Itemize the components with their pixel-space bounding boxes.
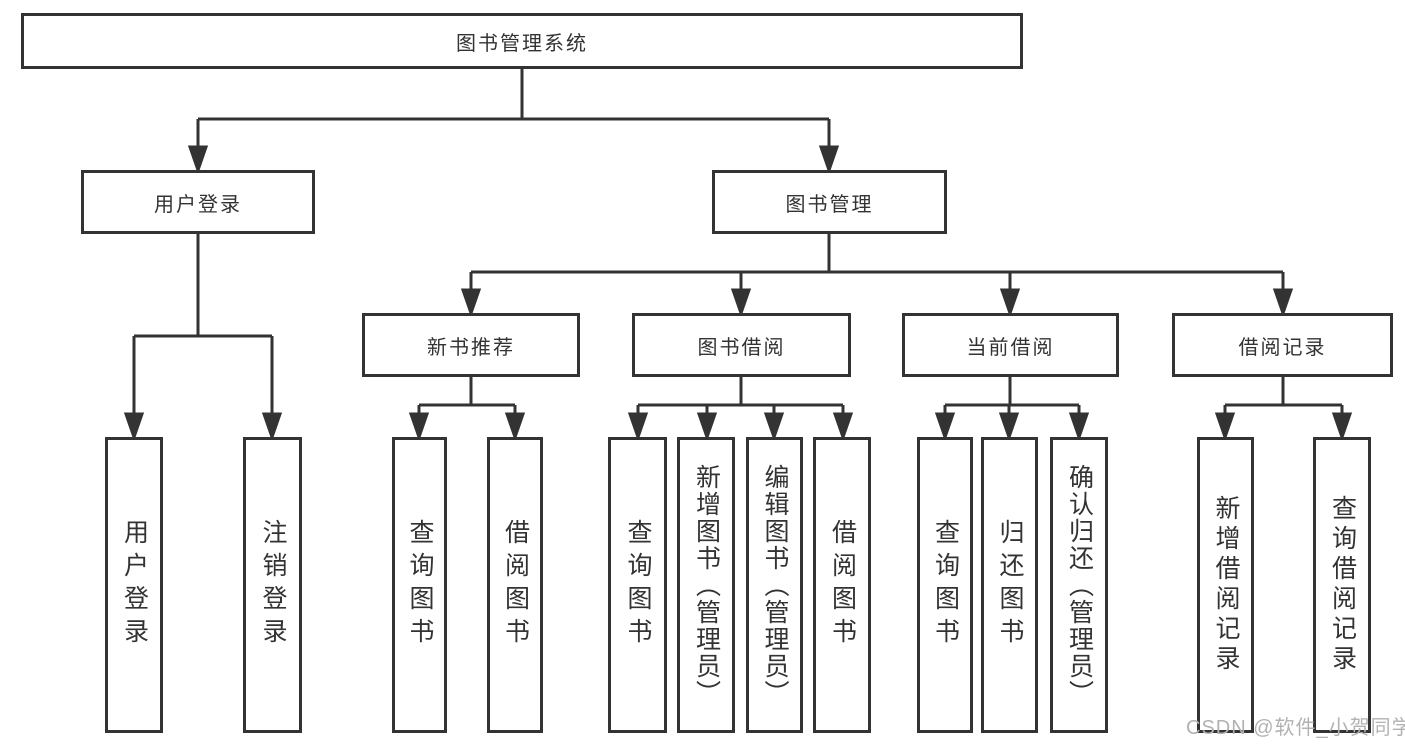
leaf-borrow-add-books-admin: 新增图书（管理员） — [677, 437, 735, 733]
leaf-logout: 注销登录 — [243, 437, 302, 733]
arrow-down-icon — [1068, 412, 1090, 442]
leaf-newbooks-borrow-books: 借阅图书 — [487, 437, 543, 733]
arrow-down-icon — [998, 412, 1020, 442]
node-new-book-recommend-label: 新书推荐 — [427, 336, 515, 359]
leaf-borrow-borrow-books-label: 借阅图书 — [828, 519, 857, 651]
node-current-borrow: 当前借阅 — [902, 313, 1119, 377]
connector-current-borrow-split — [934, 377, 1090, 442]
leaf-current-confirm-return-admin-label: 确认归还（管理员） — [1065, 463, 1094, 707]
connector-new-books-split — [408, 377, 526, 442]
arrow-down-icon — [832, 412, 854, 442]
arrow-down-icon — [1331, 412, 1353, 442]
leaf-newbooks-query-books: 查询图书 — [392, 437, 447, 733]
arrow-down-icon — [627, 412, 649, 442]
node-new-book-recommend: 新书推荐 — [362, 313, 580, 377]
connector-borrow-records-split — [1214, 377, 1353, 442]
arrow-down-icon — [123, 412, 145, 442]
connector-book-mgmt-split — [460, 234, 1294, 318]
leaf-current-query-books: 查询图书 — [917, 437, 973, 733]
connector-user-login-split — [123, 233, 283, 442]
leaf-newbooks-query-books-label: 查询图书 — [406, 519, 434, 651]
arrow-down-icon — [408, 412, 430, 442]
arrow-down-icon — [504, 412, 526, 442]
leaf-records-add-record-label: 新增借阅记录 — [1212, 495, 1240, 675]
leaf-borrow-edit-books-admin-label: 编辑图书（管理员） — [761, 463, 789, 707]
leaf-newbooks-borrow-books-label: 借阅图书 — [501, 519, 530, 651]
arrow-down-icon — [460, 288, 482, 318]
leaf-borrow-query-books-label: 查询图书 — [624, 519, 652, 651]
leaf-records-query-record: 查询借阅记录 — [1313, 437, 1371, 733]
watermark-text: CSDN @软件_小贺同学 — [1186, 717, 1405, 739]
leaf-current-return-books-label: 归还图书 — [996, 519, 1024, 651]
node-user-login: 用户登录 — [81, 170, 315, 234]
node-book-management: 图书管理 — [712, 170, 947, 234]
leaf-records-add-record: 新增借阅记录 — [1197, 437, 1254, 733]
leaf-borrow-edit-books-admin: 编辑图书（管理员） — [746, 437, 803, 733]
node-root: 图书管理系统 — [21, 13, 1023, 69]
node-root-label: 图书管理系统 — [456, 32, 588, 55]
arrow-down-icon — [187, 145, 209, 175]
leaf-user-login: 用户登录 — [105, 437, 163, 733]
arrow-down-icon — [934, 412, 956, 442]
arrow-down-icon — [1272, 288, 1294, 318]
leaf-user-login-label: 用户登录 — [120, 519, 149, 651]
arrow-down-icon — [261, 412, 283, 442]
leaf-current-confirm-return-admin: 确认归还（管理员） — [1050, 437, 1108, 733]
leaf-borrow-query-books: 查询图书 — [608, 437, 667, 733]
leaf-current-query-books-label: 查询图书 — [931, 519, 960, 651]
node-current-borrow-label: 当前借阅 — [966, 336, 1055, 359]
connector-book-borrow-split — [627, 377, 854, 442]
arrow-down-icon — [730, 288, 752, 318]
leaf-logout-label: 注销登录 — [259, 519, 287, 651]
leaf-borrow-add-books-admin-label: 新增图书（管理员） — [692, 463, 721, 707]
node-borrow-records: 借阅记录 — [1172, 313, 1393, 377]
leaf-borrow-borrow-books: 借阅图书 — [813, 437, 871, 733]
node-book-management-label: 图书管理 — [785, 193, 874, 216]
leaf-current-return-books: 归还图书 — [981, 437, 1038, 733]
arrow-down-icon — [999, 288, 1021, 318]
arrow-down-icon — [696, 412, 718, 442]
arrow-down-icon — [763, 412, 785, 442]
arrow-down-icon — [818, 145, 840, 175]
node-user-login-label: 用户登录 — [154, 193, 242, 216]
node-book-borrow: 图书借阅 — [632, 313, 851, 377]
node-book-borrow-label: 图书借阅 — [697, 336, 786, 359]
arrow-down-icon — [1214, 412, 1236, 442]
node-borrow-records-label: 借阅记录 — [1238, 336, 1327, 359]
connector-root-split — [187, 69, 840, 175]
leaf-records-query-record-label: 查询借阅记录 — [1328, 495, 1357, 675]
